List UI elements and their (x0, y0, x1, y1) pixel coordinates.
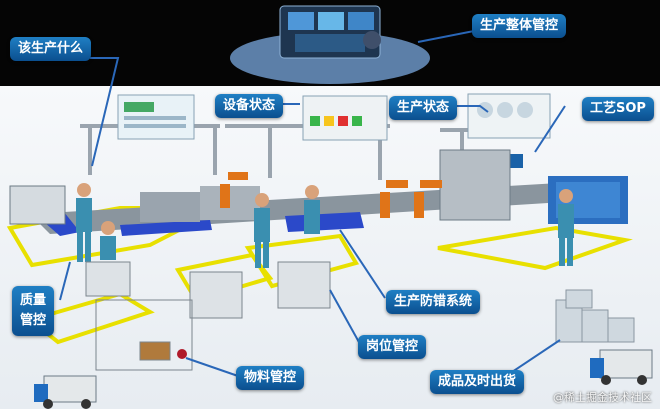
label-process-sop: 工艺SOP (582, 97, 654, 121)
control-center-image (230, 5, 430, 84)
workers (76, 183, 574, 268)
label-quality-control: 质量 管控 (12, 286, 54, 336)
label-quality-line1: 质量 (19, 293, 46, 308)
label-finished-goods: 成品及时出货 (430, 370, 525, 394)
production-line (9, 149, 628, 236)
equipment-screens (117, 93, 551, 168)
label-error-proofing: 生产防错系统 (386, 290, 481, 314)
label-equipment-status: 设备状态 (215, 94, 284, 118)
label-overall-control: 生产整体管控 (472, 14, 567, 38)
label-material-control: 物料管控 (236, 366, 305, 390)
label-what-to-produce: 该生产什么 (10, 37, 92, 61)
watermark: @稀土掘金技术社区 (553, 391, 652, 404)
label-production-status: 生产状态 (389, 96, 458, 120)
material-carts (85, 261, 331, 371)
label-station-control: 岗位管控 (358, 335, 427, 359)
robot-arms (220, 172, 442, 218)
warehouse-buildings (555, 289, 635, 343)
delivery-trucks (34, 349, 653, 409)
label-quality-line2: 管控 (19, 313, 46, 328)
